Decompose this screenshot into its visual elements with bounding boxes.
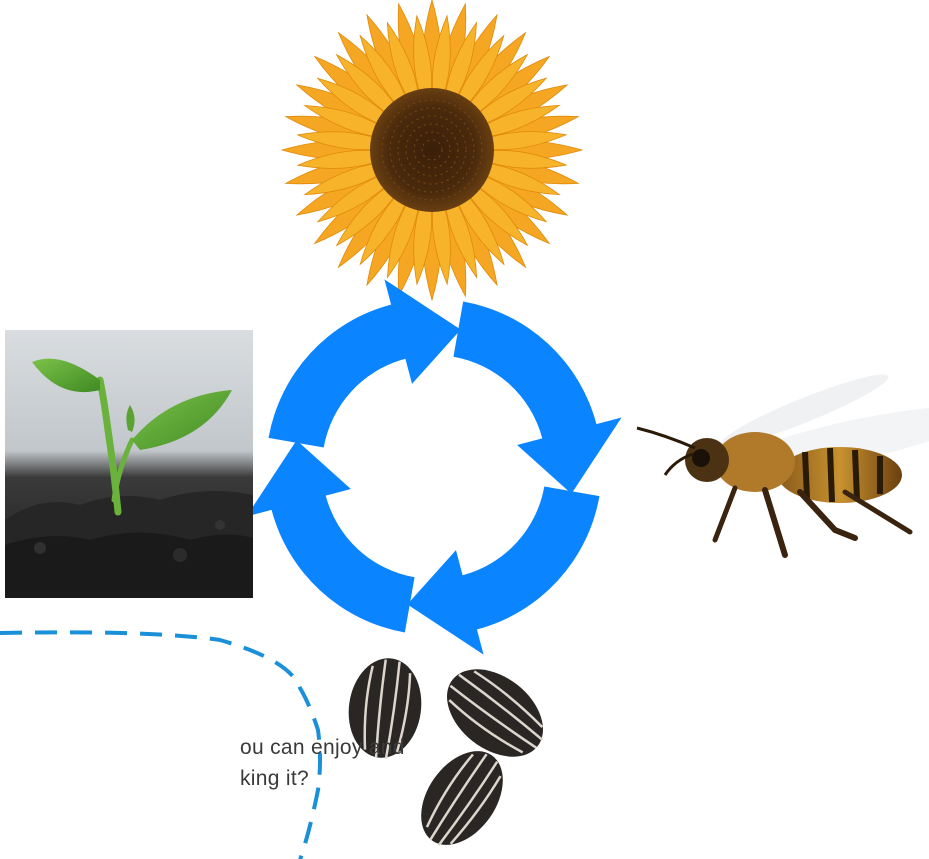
sunflower-center-texture bbox=[397, 115, 467, 185]
sunflower-petal bbox=[475, 77, 548, 126]
sunflower-petal bbox=[431, 203, 451, 286]
sunflower-petal bbox=[387, 199, 420, 279]
sunflower-petal bbox=[335, 184, 398, 247]
cycle-arrow-4 bbox=[268, 279, 461, 448]
sunflower-petal bbox=[303, 162, 383, 196]
sunflower-petal bbox=[316, 174, 389, 223]
sunflower-petal bbox=[359, 34, 408, 107]
bee-image bbox=[636, 374, 929, 558]
sprout-image bbox=[5, 330, 253, 598]
sunflower-petal bbox=[296, 131, 379, 151]
sunflower-seeds-image bbox=[348, 658, 544, 846]
callout-line-2: king it? bbox=[240, 767, 309, 790]
sunflower-petal bbox=[466, 184, 529, 247]
sunflower-petal bbox=[466, 53, 529, 116]
cycle-arrow-1 bbox=[453, 301, 622, 494]
sunflower-center-texture bbox=[389, 107, 475, 193]
sunflower-petal bbox=[413, 203, 433, 286]
sunflower-petal bbox=[456, 34, 505, 107]
callout-line-1: ou can enjoy and bbox=[240, 736, 405, 759]
sunflower-petal bbox=[335, 53, 398, 116]
sunflower-center-texture bbox=[405, 123, 459, 177]
sunflower-petal bbox=[386, 21, 420, 101]
sunflower-petal bbox=[431, 14, 451, 97]
sunflower-center bbox=[370, 88, 494, 212]
sunflower-image bbox=[280, 0, 584, 302]
sunflower-petal bbox=[485, 149, 568, 169]
sunflower-petal bbox=[485, 131, 568, 151]
sunflower-petal bbox=[413, 14, 433, 97]
sunflower-petal bbox=[456, 193, 505, 266]
cycle-arrow-3 bbox=[246, 440, 415, 633]
sunflower-petal bbox=[444, 199, 478, 279]
sunflower-petal bbox=[359, 193, 408, 266]
sunflower-center-texture bbox=[421, 139, 443, 161]
sunflower-petal bbox=[444, 21, 477, 101]
sunflower-petal bbox=[481, 104, 561, 138]
sunflower-petal bbox=[303, 105, 383, 138]
sunflower-petal bbox=[296, 149, 379, 169]
sunflower-center-texture bbox=[381, 99, 483, 201]
sunflower-petal bbox=[316, 77, 389, 126]
sunflower-petal bbox=[481, 162, 561, 195]
callout-dashed-border bbox=[0, 630, 322, 859]
sunflower-petal bbox=[475, 174, 548, 223]
sunflower-center-texture bbox=[413, 131, 451, 169]
callout-question-text: ou can enjoy and king it? bbox=[240, 732, 540, 794]
cycle-arrows bbox=[246, 279, 622, 655]
cycle-arrow-2 bbox=[407, 486, 600, 655]
